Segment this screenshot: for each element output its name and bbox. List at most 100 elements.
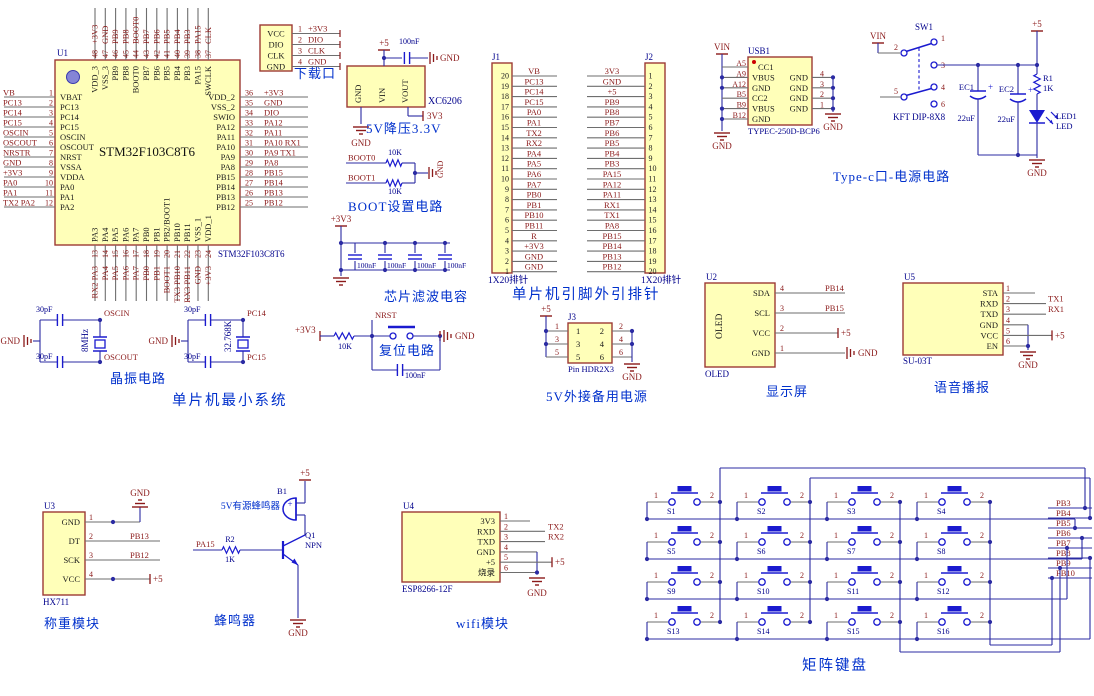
net-label: PA8 bbox=[264, 158, 278, 168]
junction-dot bbox=[110, 519, 116, 525]
pad-label: A5 bbox=[736, 59, 746, 68]
pin-number: 1 bbox=[654, 571, 658, 580]
net-label: OSCIN bbox=[3, 128, 29, 138]
terminal-circle bbox=[963, 618, 971, 626]
net-label: PB7 bbox=[1056, 538, 1071, 548]
pin-number: 6 bbox=[941, 100, 945, 109]
pin-number: 17 bbox=[132, 250, 141, 258]
pin-number: 16 bbox=[121, 250, 130, 258]
pin-number: 1 bbox=[744, 611, 748, 620]
net-label: PB14 bbox=[825, 283, 845, 293]
switch-ref: S3 bbox=[847, 507, 855, 516]
power-label: +5 bbox=[541, 304, 551, 314]
pin-number: 16 bbox=[649, 226, 657, 235]
net-label: RX3 PB11 bbox=[182, 266, 192, 303]
junction-dot bbox=[1057, 565, 1063, 571]
pin-number: 3 bbox=[576, 339, 580, 349]
junction-dot bbox=[719, 116, 725, 122]
crystal-body bbox=[237, 339, 249, 349]
pin-number: 6 bbox=[49, 139, 53, 148]
pin-number: 4 bbox=[820, 69, 824, 78]
net-label: PA0 bbox=[3, 178, 17, 188]
pin-number: 1 bbox=[834, 611, 838, 620]
switch-ref: S16 bbox=[937, 627, 949, 636]
terminal-circle bbox=[873, 618, 881, 626]
terminal-circle bbox=[873, 578, 881, 586]
net-label: TX2 bbox=[548, 521, 564, 531]
pin-number: 28 bbox=[245, 169, 253, 178]
pin-name: PA7 bbox=[131, 228, 141, 242]
net-label: DIO bbox=[308, 35, 323, 45]
net-label: OSCIN bbox=[104, 308, 130, 318]
pin-number: 1 bbox=[89, 513, 93, 522]
pin-number: 20 bbox=[649, 267, 657, 276]
junction-dot bbox=[382, 267, 388, 273]
net-label: +3V3 bbox=[524, 241, 543, 251]
caption-typec-power: Type-c口-电源电路 bbox=[833, 169, 951, 184]
pin-number: 4 bbox=[504, 543, 508, 552]
junction-dot bbox=[914, 636, 920, 642]
pin-number: 19 bbox=[501, 82, 509, 91]
net-label: PA12 bbox=[603, 179, 622, 189]
switch-ref: S6 bbox=[757, 547, 765, 556]
pin-number: 2 bbox=[800, 531, 804, 540]
net-label: PB9 bbox=[605, 97, 620, 107]
switch-ref: S9 bbox=[667, 587, 675, 596]
pin-number: 4 bbox=[49, 119, 53, 128]
pad-label: A12 bbox=[732, 80, 746, 89]
junction-dot bbox=[644, 516, 650, 522]
pin-number: 44 bbox=[132, 50, 141, 58]
pin1-dot bbox=[752, 60, 756, 64]
key-cap bbox=[857, 486, 872, 492]
net-label: GND bbox=[525, 262, 543, 272]
led-triangle bbox=[1029, 110, 1045, 123]
pad-label: B12 bbox=[733, 111, 746, 120]
pin-name: PB13 bbox=[216, 192, 235, 202]
terminal-circle bbox=[389, 332, 397, 340]
junction-dot bbox=[1087, 555, 1093, 561]
pin-name: PB7 bbox=[141, 66, 151, 81]
terminal-circle bbox=[783, 498, 791, 506]
net-label: CLK bbox=[308, 46, 326, 56]
net-label: GND bbox=[100, 26, 110, 44]
transistor-type: NPN bbox=[305, 540, 322, 550]
net-label: PA12 bbox=[264, 118, 283, 128]
pin-name: PB12 bbox=[216, 202, 235, 212]
pin-number: 9 bbox=[49, 169, 53, 178]
switch-ref: S4 bbox=[937, 507, 945, 516]
value-label: 30pF bbox=[36, 305, 53, 314]
net-label: PA7 bbox=[131, 266, 141, 280]
value-label: 22uF bbox=[958, 113, 976, 123]
net-label: PB13 bbox=[603, 251, 622, 261]
net-label: +3V3 bbox=[308, 24, 327, 34]
j3-body bbox=[567, 322, 613, 364]
caption-download-port: 下载口 bbox=[294, 66, 337, 81]
pin-name: PB5 bbox=[162, 66, 172, 81]
pin-name: PC13 bbox=[60, 102, 79, 112]
junction-dot bbox=[897, 579, 903, 585]
pin-number: 17 bbox=[649, 236, 657, 245]
terminal-circle bbox=[938, 618, 946, 626]
net-label: BOOT0 bbox=[131, 17, 141, 44]
pin-number: 3 bbox=[89, 551, 93, 560]
pin-name: GND bbox=[477, 547, 495, 557]
net-label: PA1 bbox=[3, 188, 17, 198]
net-label: PC14 bbox=[525, 87, 545, 97]
pin-name: VDD_1 bbox=[203, 215, 213, 242]
pin-number: 5 bbox=[576, 352, 580, 362]
junction-dot bbox=[807, 619, 813, 625]
pin-name: GND bbox=[62, 517, 80, 527]
key-cap bbox=[767, 566, 782, 572]
junction-dot bbox=[824, 516, 830, 522]
pin-number: 4 bbox=[780, 284, 784, 293]
pin-name: GND bbox=[980, 320, 998, 330]
junction-dot bbox=[110, 576, 116, 582]
net-label: PA0 bbox=[527, 107, 541, 117]
pin-name: STA bbox=[983, 288, 999, 298]
net-label: TX1 bbox=[1048, 294, 1064, 304]
key-cap bbox=[947, 526, 962, 532]
caption-boot: BOOT设置电路 bbox=[348, 199, 444, 214]
pin-number: 4 bbox=[89, 570, 93, 579]
junction-dot bbox=[897, 499, 903, 505]
key-cap bbox=[677, 486, 692, 492]
